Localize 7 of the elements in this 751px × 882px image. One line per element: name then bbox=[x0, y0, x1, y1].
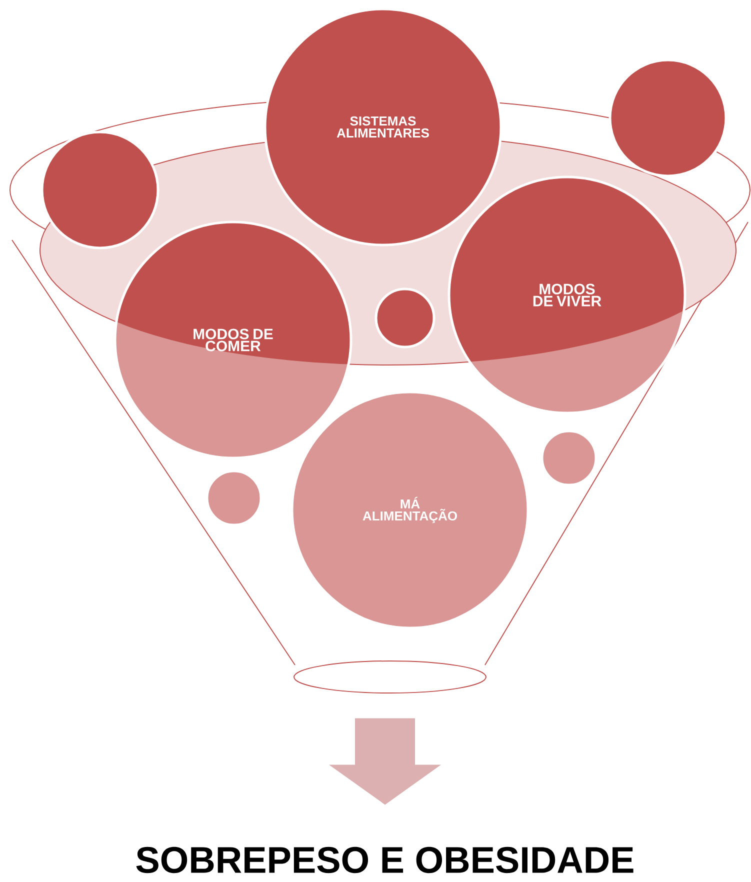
circle bbox=[40, 130, 160, 250]
heading: SOBREPESO E OBESIDADE bbox=[136, 846, 634, 874]
circle bbox=[540, 430, 598, 486]
circle bbox=[608, 58, 728, 178]
circle bbox=[206, 470, 262, 526]
block-arrow bbox=[329, 718, 441, 805]
circle bbox=[374, 288, 436, 348]
